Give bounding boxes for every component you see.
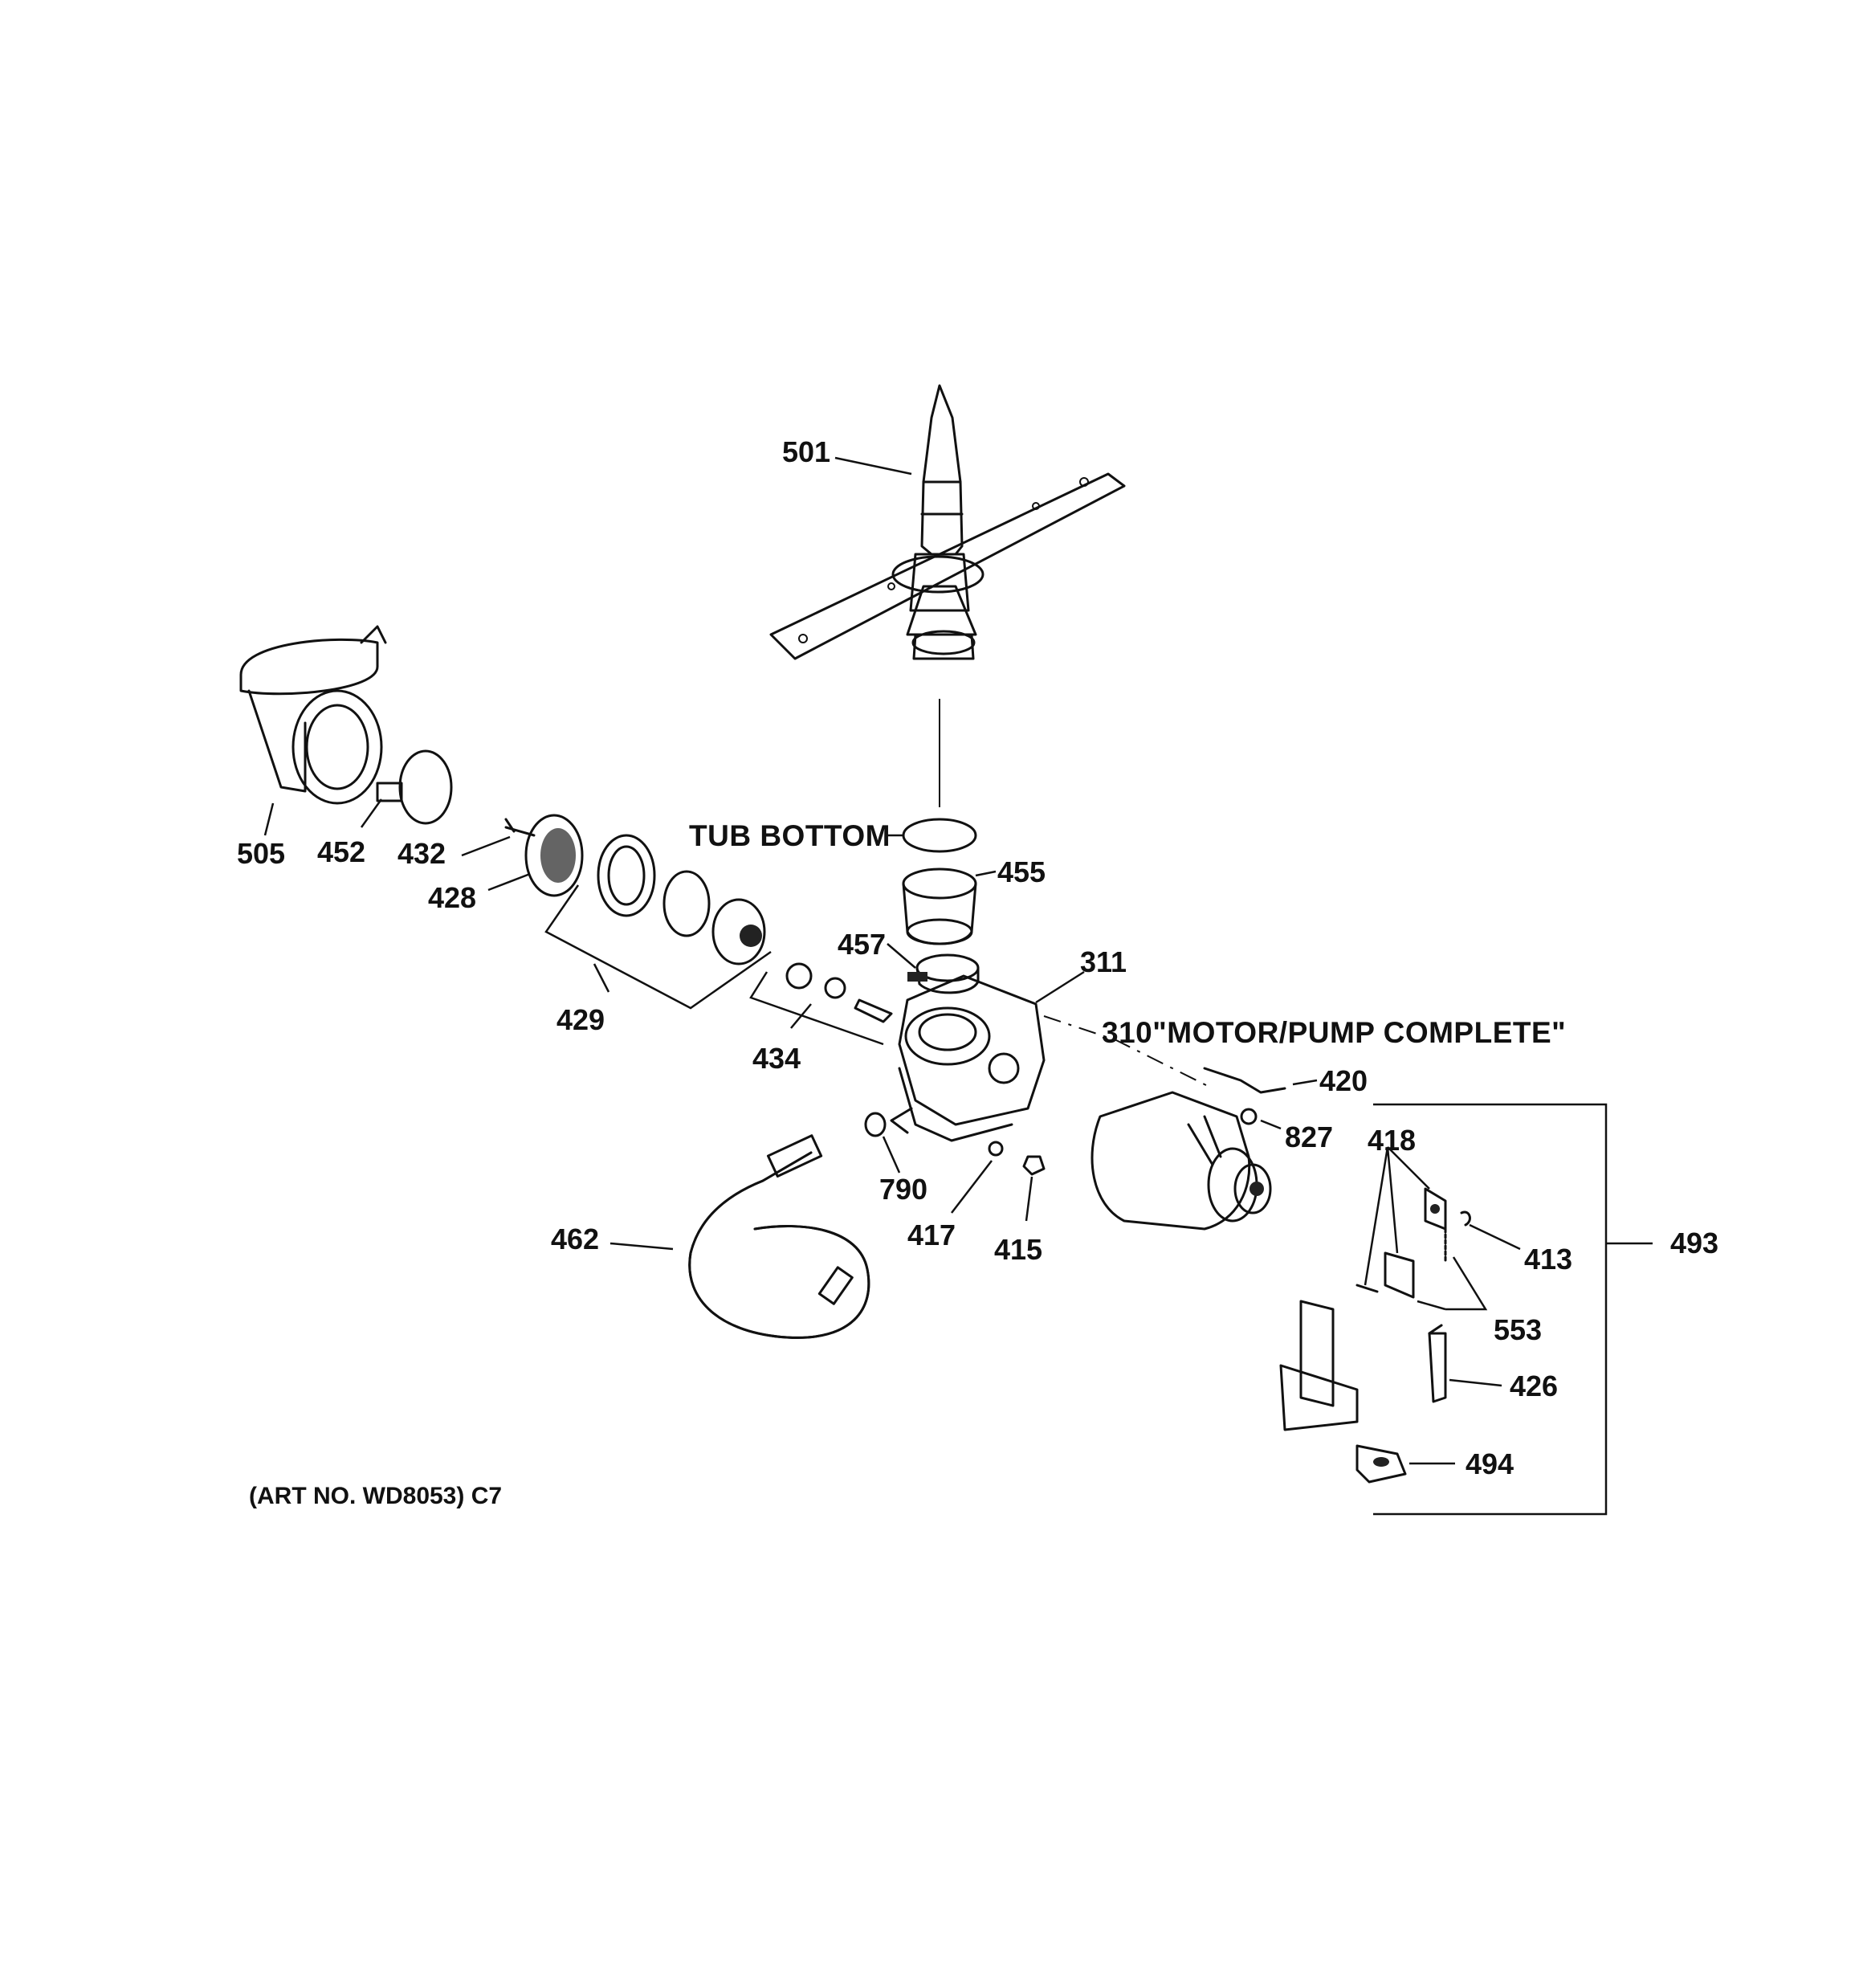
callout-311: 311: [1080, 945, 1127, 978]
callout-429: 429: [556, 1003, 605, 1036]
group-bracket-493: [1373, 1103, 1608, 1516]
nut-415: [1022, 1155, 1046, 1176]
impeller-428: [504, 814, 584, 897]
callout-413: 413: [1524, 1243, 1573, 1276]
callout-505: 505: [237, 837, 286, 870]
motor-pump-label: 310"MOTOR/PUMP COMPLETE": [1102, 1016, 1567, 1049]
callout-827: 827: [1285, 1121, 1334, 1153]
sump-housing-505: [239, 625, 387, 805]
callout-494: 494: [1466, 1447, 1514, 1480]
screw-827: [1240, 1108, 1258, 1125]
callout-417: 417: [907, 1219, 956, 1251]
switch-418: [1355, 1187, 1447, 1299]
hose-462: [688, 1134, 870, 1339]
art-number: (ART NO. WD8053) C7: [249, 1483, 503, 1509]
callout-501: 501: [782, 435, 831, 468]
wire-420: [1203, 1067, 1286, 1094]
callout-493: 493: [1670, 1227, 1719, 1259]
filter-parts-429: [597, 834, 766, 965]
callout-452: 452: [317, 835, 366, 868]
clamp-457: [907, 953, 980, 994]
seal-455: [902, 867, 977, 945]
callout-426: 426: [1510, 1370, 1559, 1402]
tub-bottom-ring: [902, 818, 977, 853]
callout-415: 415: [994, 1233, 1043, 1266]
tub-bottom-label: TUB BOTTOM: [689, 819, 891, 852]
spray-arm-501: [769, 384, 1126, 660]
clip-413: [1460, 1210, 1471, 1227]
ring-432: [398, 749, 453, 825]
callout-420: 420: [1319, 1064, 1368, 1097]
callout-462: 462: [551, 1223, 600, 1255]
washer-417: [988, 1141, 1004, 1157]
callout-432: 432: [397, 837, 446, 870]
nut-clip-494: [1355, 1444, 1407, 1484]
motor-310: [1090, 1091, 1272, 1231]
pin-426: [1428, 1324, 1447, 1403]
check-valve-434: [785, 962, 893, 1023]
mount-bracket: [1279, 1300, 1359, 1431]
clamp-452: [376, 782, 403, 802]
callout-418: 418: [1368, 1124, 1417, 1157]
callout-553: 553: [1494, 1313, 1543, 1346]
callout-428: 428: [428, 881, 477, 914]
callout-790: 790: [879, 1173, 928, 1206]
callout-457: 457: [838, 928, 887, 961]
clip-790: [864, 1112, 887, 1137]
callout-455: 455: [997, 855, 1046, 888]
callout-434: 434: [752, 1042, 801, 1075]
centerline: [1043, 1015, 1213, 1089]
pump-housing-311: [890, 974, 1046, 1142]
